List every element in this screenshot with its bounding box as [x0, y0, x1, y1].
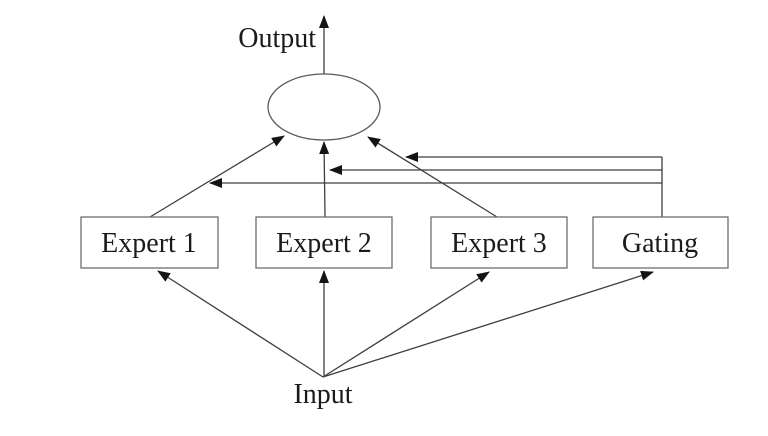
expert2-box	[255, 216, 393, 269]
input-label: Input	[293, 379, 352, 410]
edge-expert1-to-combiner	[149, 135, 285, 218]
expert3-label: Expert 3	[451, 228, 547, 259]
edge-expert2-to-combiner	[319, 141, 330, 218]
edge-input-to-expert3	[322, 271, 490, 378]
expert2-label: Expert 2	[276, 228, 372, 259]
gating-label: Gating	[622, 228, 698, 259]
edge-expert3-to-combiner	[367, 136, 498, 218]
edge-input-to-expert1	[157, 270, 324, 378]
expert1-label: Expert 1	[101, 228, 197, 259]
gating-box	[592, 216, 729, 269]
combiner-node	[267, 73, 381, 141]
edge-input-to-gating	[322, 270, 654, 378]
expert3-box	[430, 216, 568, 269]
expert1-box	[80, 216, 219, 269]
output-label: Output	[238, 23, 316, 54]
